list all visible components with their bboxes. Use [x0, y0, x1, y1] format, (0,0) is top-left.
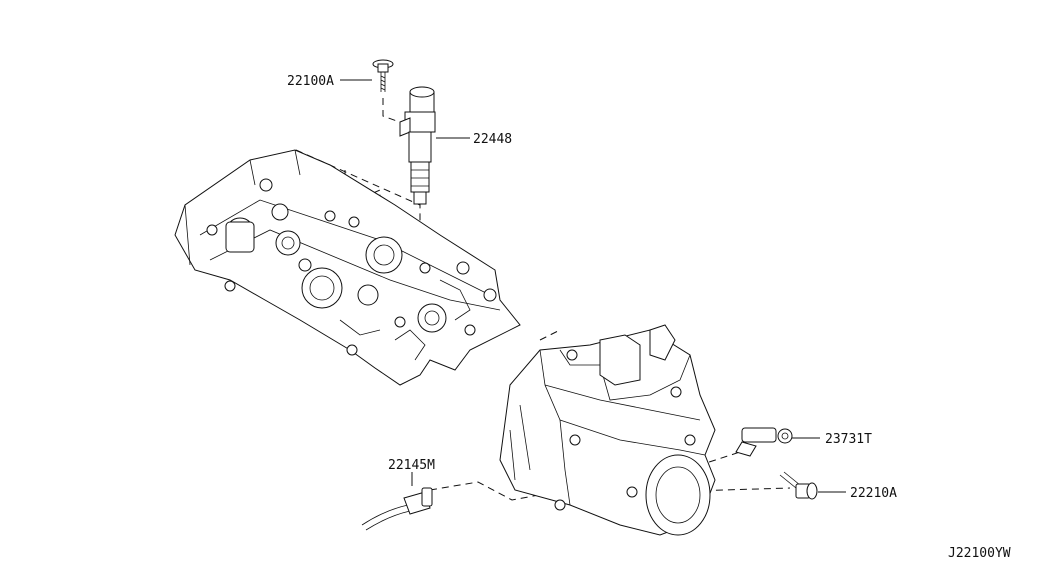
label-23731t: 23731T	[825, 432, 872, 447]
bolt-22100a-icon	[372, 59, 394, 92]
bolt-22210a-icon	[779, 471, 818, 500]
transmission-assembly-icon	[499, 324, 716, 536]
label-22145m: 22145M	[388, 458, 435, 473]
label-22100a: 22100A	[287, 74, 334, 89]
cylinder-head-cover-icon	[174, 149, 521, 386]
ignition-coil-22448-icon	[399, 86, 436, 205]
label-22210a: 22210A	[850, 486, 897, 501]
sensor-23731t-icon	[735, 427, 793, 457]
diagram-code: J22100YW	[948, 546, 1011, 561]
label-22448: 22448	[473, 132, 512, 147]
leader-lines	[340, 79, 846, 493]
sensor-22145m-icon	[361, 487, 433, 531]
